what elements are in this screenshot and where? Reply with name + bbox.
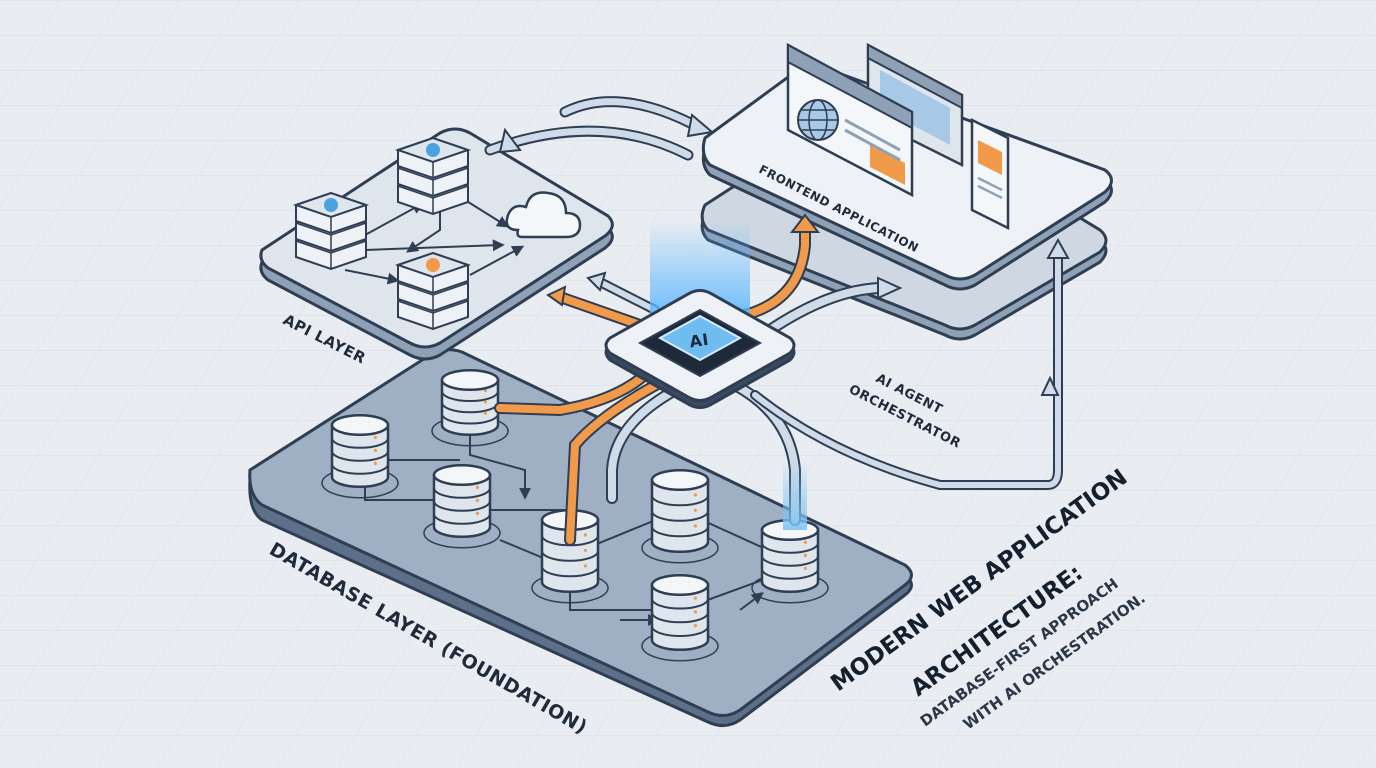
database-cylinder-icon <box>641 468 719 564</box>
database-cylinder-icon <box>423 463 501 549</box>
browser-window-icon <box>786 42 914 198</box>
server-stack-icon <box>394 251 472 331</box>
ai-chip-label: AI <box>688 330 710 352</box>
server-stack-icon <box>292 191 370 271</box>
database-cylinder-icon <box>641 573 719 662</box>
flow-arrows <box>484 96 1070 546</box>
browser-window-icon <box>866 42 964 168</box>
api-layer-platform <box>259 127 614 361</box>
globe-icon <box>797 99 839 141</box>
cloud-icon <box>505 191 582 239</box>
database-cylinder-icon <box>531 508 609 604</box>
ai-chip-icon: AI <box>604 220 796 409</box>
database-cylinder-icon <box>751 518 829 604</box>
api-connections <box>344 199 525 285</box>
database-cylinder-icon <box>321 413 399 499</box>
server-stack-icon <box>394 136 472 216</box>
mobile-phone-icon <box>970 117 1010 231</box>
database-cylinder-icon <box>431 368 509 447</box>
